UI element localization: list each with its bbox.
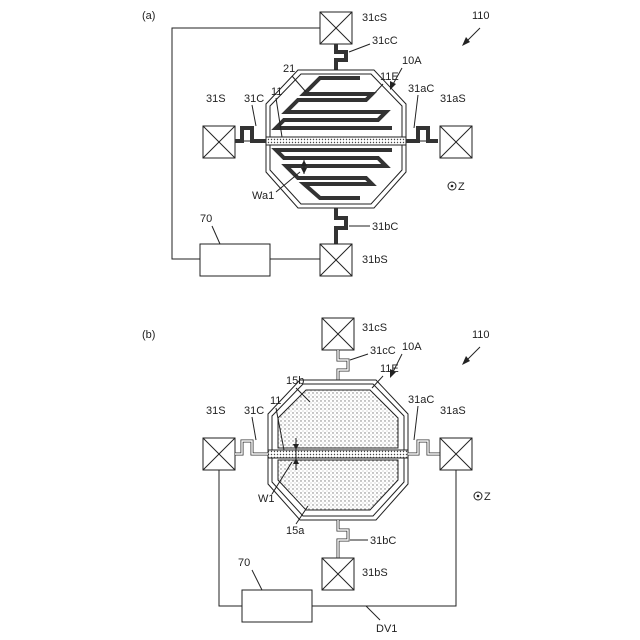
label-31bC-a: 31bC (372, 221, 398, 233)
z-axis-dot-b (477, 495, 480, 498)
z-axis-dot-a (451, 185, 454, 188)
label-21-a: 21 (283, 63, 295, 75)
figure-number-a: 110 (472, 10, 490, 22)
panel-a-label: (a) (142, 10, 155, 22)
panel-b: (b) 110 31cS 31cC 10A 11E (142, 318, 491, 635)
leader-70-b (252, 570, 262, 590)
pad-31bS-b (322, 558, 354, 590)
label-31S-a: 31S (206, 93, 226, 105)
label-15a: 15a (286, 525, 305, 537)
meander-lower-a (276, 150, 392, 198)
pad-31S-b (203, 438, 235, 470)
leader-31C-b (252, 417, 256, 440)
label-Wa1-a: Wa1 (252, 190, 274, 202)
connector-31cC-b (338, 350, 348, 380)
figure-arrowhead-b (462, 356, 470, 365)
label-31aC-b: 31aC (408, 394, 434, 406)
leader-DV1 (366, 606, 380, 620)
label-31S-b: 31S (206, 405, 226, 417)
label-31C-b: 31C (244, 405, 264, 417)
bar-11-b (268, 450, 408, 458)
meander-upper-a (276, 78, 392, 128)
label-31C-a: 31C (244, 93, 264, 105)
label-Z-a: Z (458, 181, 465, 193)
leader-31aC-a (414, 95, 418, 128)
label-31aC-a: 31aC (408, 83, 434, 95)
label-31bS-b: 31bS (362, 567, 388, 579)
label-11-b: 11 (270, 395, 281, 407)
label-31cC-a: 31cC (372, 35, 398, 47)
label-31bS-a: 31bS (362, 254, 388, 266)
label-31cS-b: 31cS (362, 322, 387, 334)
label-11-a: 11 (271, 86, 282, 98)
leader-70-a (212, 226, 220, 244)
connector-31cC-a (336, 44, 346, 70)
controller-box-b (242, 590, 312, 622)
pad-31cS-a (320, 12, 352, 44)
label-70-b: 70 (238, 557, 250, 569)
controller-box-a (200, 244, 270, 276)
connector-31C-b-inner (235, 441, 268, 454)
label-31aS-a: 31aS (440, 93, 466, 105)
label-W1: W1 (258, 493, 275, 505)
figure-arrowhead-a (462, 37, 470, 46)
label-10A-a: 10A (402, 55, 422, 67)
label-15b: 15b (286, 375, 304, 387)
pad-31cS-b (322, 318, 354, 350)
figure-number-b: 110 (472, 329, 490, 341)
leader-31cC-b (350, 354, 368, 360)
pad-31bS-a (320, 244, 352, 276)
pad-31aS-b (440, 438, 472, 470)
connector-31C-a (235, 128, 266, 141)
label-10A-b: 10A (402, 341, 422, 353)
label-DV1: DV1 (376, 623, 397, 635)
leader-31cC-a (349, 44, 370, 52)
connector-31aC-b (408, 441, 440, 454)
leader-15a (296, 506, 308, 524)
leader-11-a (276, 98, 282, 137)
connector-31bC-a (336, 208, 346, 244)
leader-21-a (292, 76, 306, 92)
label-31bC-b: 31bC (370, 535, 396, 547)
width-arrow-down-a (301, 168, 307, 174)
label-70-a: 70 (200, 213, 212, 225)
label-31aS-b: 31aS (440, 405, 466, 417)
bar-11-a (266, 137, 406, 145)
label-31cC-b: 31cC (370, 345, 396, 357)
pad-31S-a (203, 126, 235, 158)
pad-31aS-a (440, 126, 472, 158)
width-arrow-up-a (301, 160, 307, 166)
connector-31aC-a (406, 128, 438, 141)
label-11E-b: 11E (380, 363, 399, 375)
connector-31bC-b (338, 520, 348, 558)
panel-a: (a) 110 31cS 31cC 10A 11E (142, 10, 490, 276)
label-Z-b: Z (484, 491, 491, 503)
leader-31aC-b (414, 406, 418, 440)
wire-left-b (219, 470, 242, 606)
leader-31C-a (252, 105, 256, 126)
panel-b-label: (b) (142, 329, 155, 341)
label-11E-a: 11E (380, 71, 399, 83)
label-31cS-a: 31cS (362, 12, 387, 24)
connector-31aC-b-inner (408, 441, 440, 454)
